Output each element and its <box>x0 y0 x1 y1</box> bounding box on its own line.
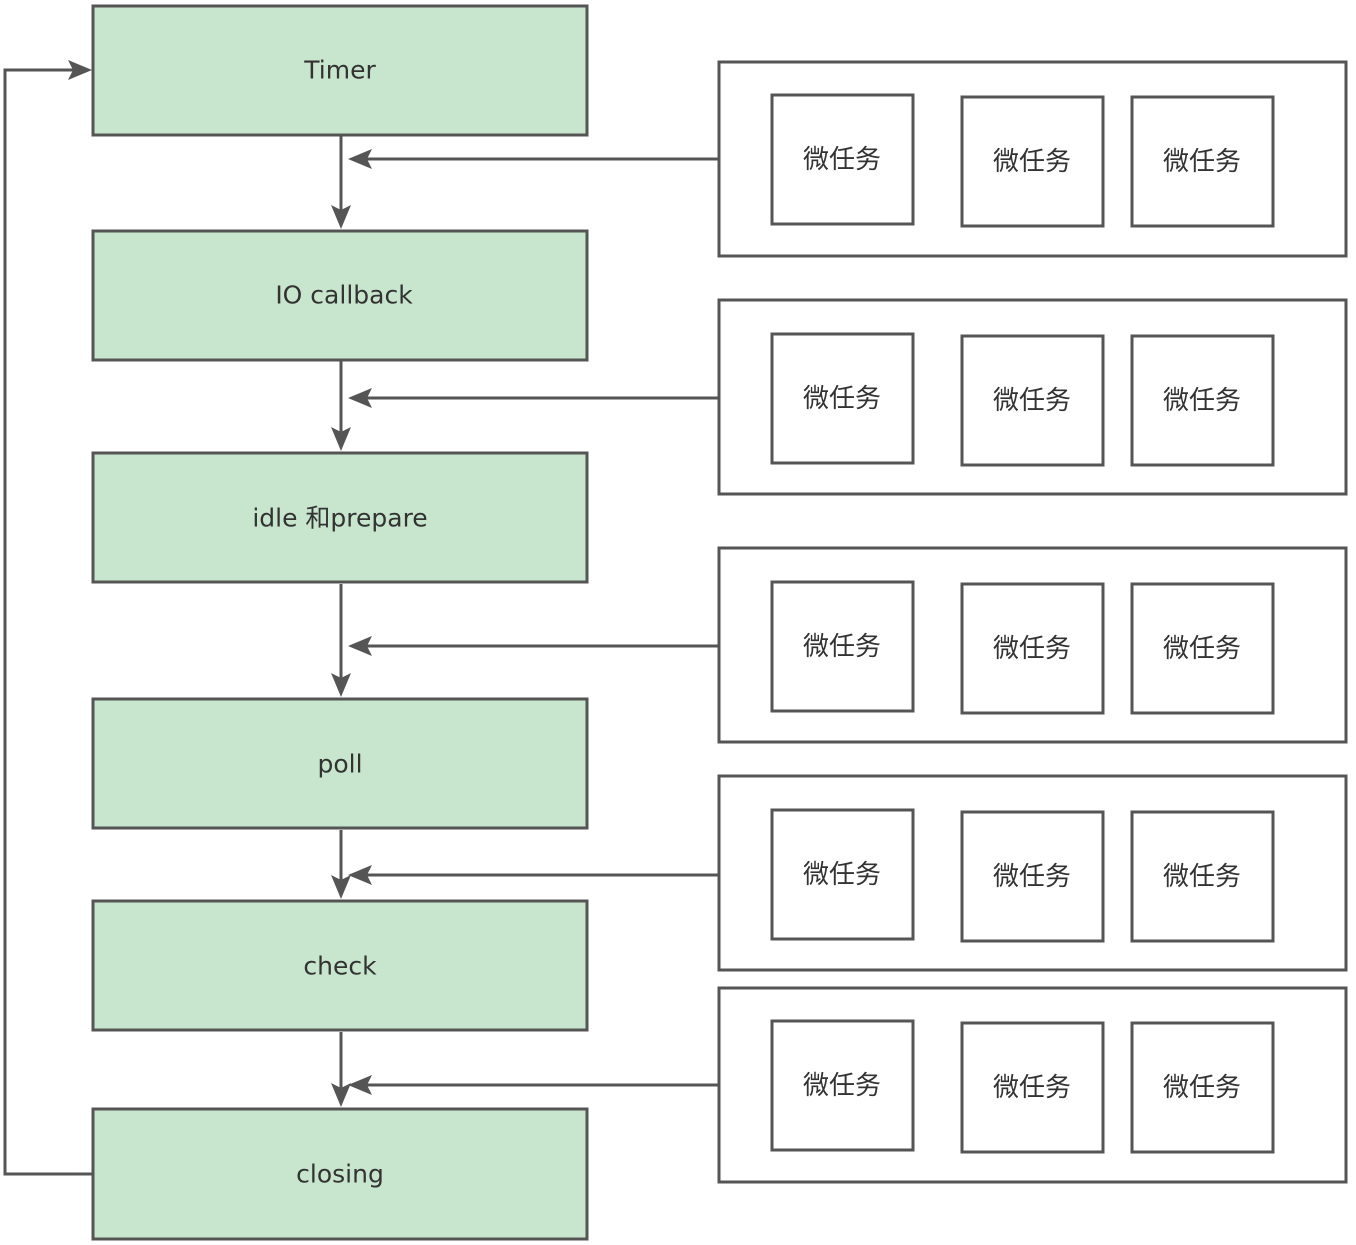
microtask-box <box>960 810 1105 943</box>
microtask-label: 微任务 <box>1163 634 1241 664</box>
microtask-group-5: 微任务 微任务 微任务 <box>717 986 1348 1184</box>
microtask-label: 微任务 <box>1163 147 1241 177</box>
phase-label: IO callback <box>275 281 413 310</box>
microtask-box <box>1130 582 1275 715</box>
phase-box <box>91 229 589 362</box>
microtask-label: 微任务 <box>1163 386 1241 416</box>
microtask-box <box>960 95 1105 228</box>
loop-back-arrowhead <box>68 60 92 80</box>
phase-box <box>91 451 589 584</box>
microtask-arrowhead-2 <box>348 388 372 408</box>
microtask-arrowhead-4 <box>348 865 372 885</box>
microtask-box <box>770 93 915 226</box>
microtask-box <box>1130 95 1275 228</box>
phase-idle-prepare: idle 和prepare <box>91 451 589 584</box>
microtask-arrowhead-1 <box>348 149 372 169</box>
phase-io-callback: IO callback <box>91 229 589 362</box>
phase-box <box>91 1107 589 1241</box>
phase-label: Timer <box>303 56 376 85</box>
microtask-group-2: 微任务 微任务 微任务 <box>717 298 1348 496</box>
microtask-label: 微任务 <box>803 860 881 890</box>
microtask-box <box>960 1021 1105 1154</box>
loop-back-connector <box>3 68 93 1176</box>
phase-timer: Timer <box>91 4 589 137</box>
microtask-group-4: 微任务 微任务 微任务 <box>717 774 1348 972</box>
flow-arrowhead-check-closing <box>331 1083 351 1107</box>
microtask-box <box>770 808 915 941</box>
microtask-connectors <box>348 149 719 1095</box>
microtask-arrowhead-3 <box>348 636 372 656</box>
microtask-box <box>960 334 1105 467</box>
flow-arrowhead-io-idle <box>331 427 351 451</box>
phase-box <box>91 697 589 830</box>
microtask-label: 微任务 <box>993 634 1071 664</box>
microtask-label: 微任务 <box>1163 862 1241 892</box>
microtask-label: 微任务 <box>1163 1073 1241 1103</box>
phase-label: check <box>303 952 377 981</box>
microtask-box <box>770 580 915 713</box>
microtask-group-1: 微任务 微任务 微任务 <box>717 60 1348 258</box>
phase-flow-connectors <box>331 136 351 1107</box>
microtask-box <box>1130 1021 1275 1154</box>
phase-label: idle 和prepare <box>252 504 427 533</box>
phase-label: closing <box>296 1160 384 1189</box>
phase-closing: closing <box>91 1107 589 1241</box>
microtask-label: 微任务 <box>993 147 1071 177</box>
phase-label: poll <box>317 750 362 779</box>
microtask-box <box>1130 334 1275 467</box>
microtask-arrowhead-5 <box>348 1075 372 1095</box>
microtask-label: 微任务 <box>803 632 881 662</box>
microtask-group-3: 微任务 微任务 微任务 <box>717 546 1348 744</box>
microtask-box <box>960 582 1105 715</box>
microtask-box <box>770 332 915 465</box>
phase-box <box>91 899 589 1032</box>
flow-arrowhead-timer-io <box>331 205 351 229</box>
microtask-box <box>770 1019 915 1152</box>
phase-box <box>91 4 589 137</box>
microtask-label: 微任务 <box>803 1071 881 1101</box>
phase-poll: poll <box>91 697 589 830</box>
phase-check: check <box>91 899 589 1032</box>
microtask-label: 微任务 <box>993 1073 1071 1103</box>
flow-arrowhead-poll-check <box>331 875 351 899</box>
microtask-label: 微任务 <box>803 145 881 175</box>
microtask-label: 微任务 <box>993 862 1071 892</box>
microtask-label: 微任务 <box>803 384 881 414</box>
microtask-label: 微任务 <box>993 386 1071 416</box>
flow-arrowhead-idle-poll <box>331 673 351 697</box>
microtask-box <box>1130 810 1275 943</box>
